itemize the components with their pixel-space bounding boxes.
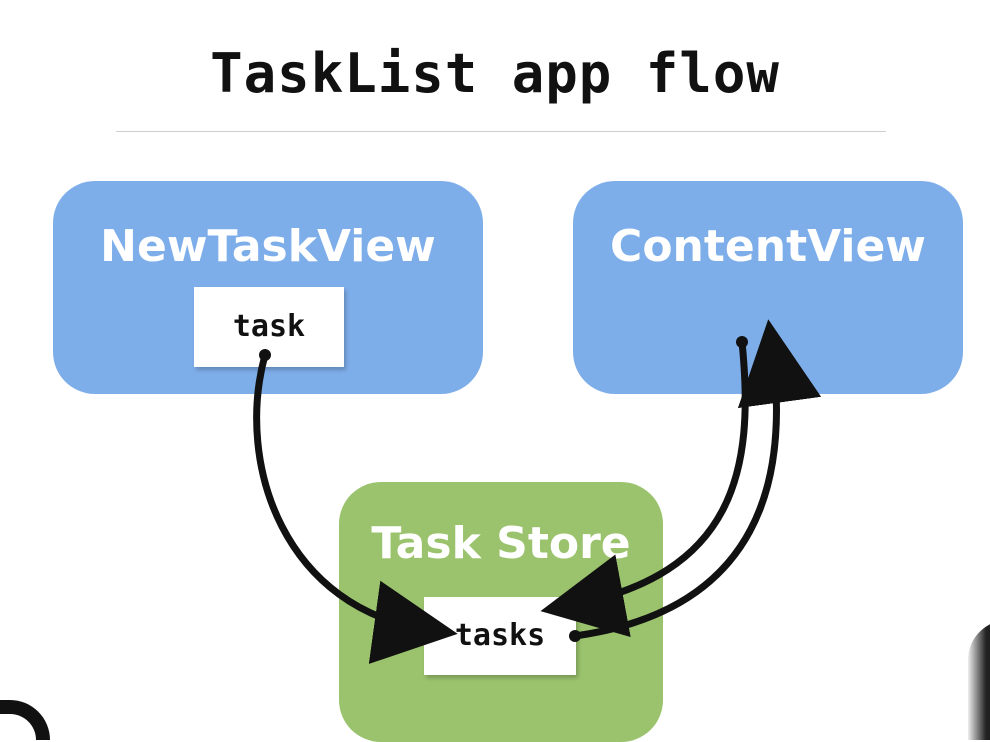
task-store-label: Task Store [371, 518, 631, 569]
diagram-title: TaskList app flow [210, 42, 780, 105]
new-task-view-label: NewTaskView [100, 221, 436, 272]
task-property-chip: task [194, 287, 344, 367]
content-view-label: ContentView [610, 221, 926, 272]
title-divider [116, 131, 886, 132]
content-view-box: ContentView [573, 181, 963, 394]
partial-graphic-left [0, 700, 50, 740]
tasks-property-chip: tasks [424, 597, 576, 675]
partial-graphic-right [968, 620, 990, 740]
